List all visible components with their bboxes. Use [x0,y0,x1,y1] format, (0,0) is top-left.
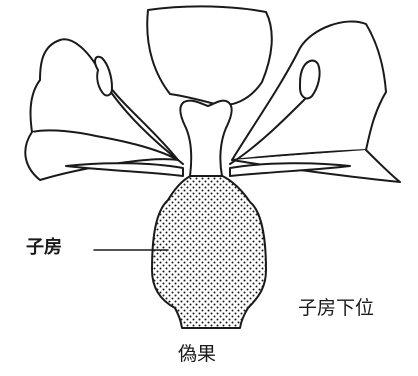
petal-center [147,6,272,105]
ovary [152,172,266,328]
ovary-label: 子房 [26,239,62,257]
figure-caption: 偽果 [178,345,216,364]
style-stigma [180,101,231,176]
ovary-position-label: 子房下位 [298,299,374,318]
